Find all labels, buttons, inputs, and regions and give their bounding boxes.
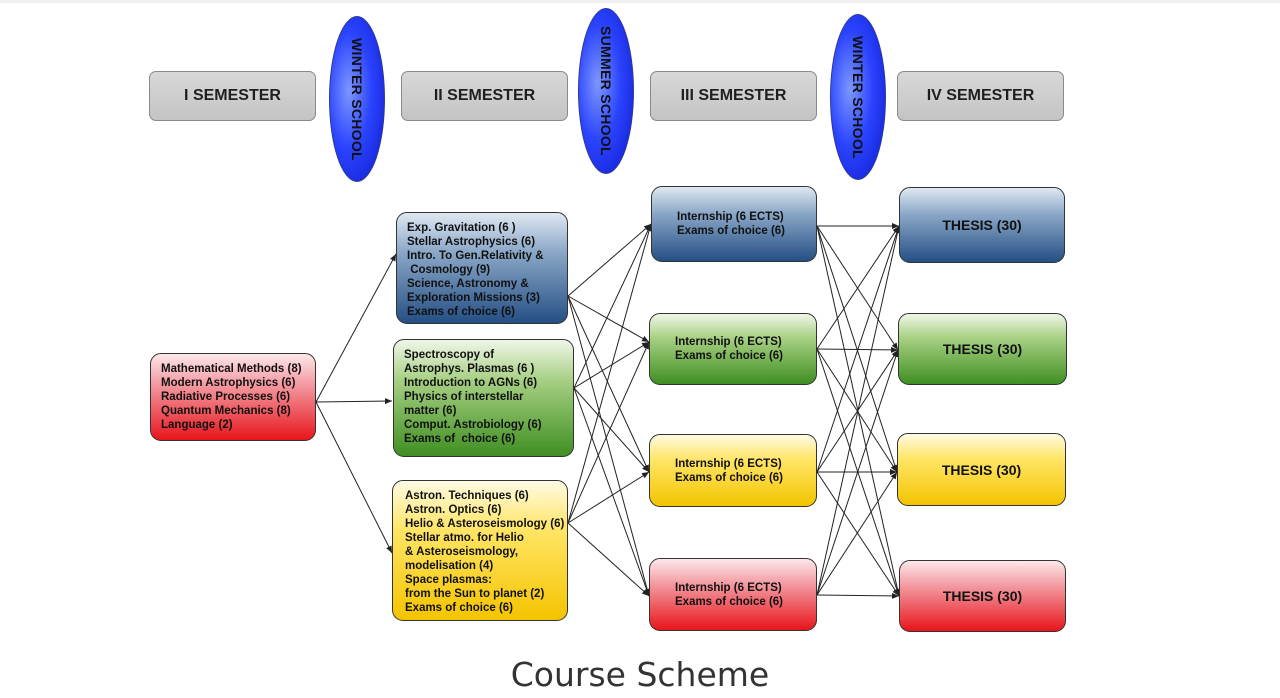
course-line: Exams of choice (6)	[407, 306, 516, 318]
arrow-sem3-to-sem4	[816, 592, 900, 599]
course-line: Stellar atmo. for Helio	[405, 532, 524, 544]
course-line: Radiative Processes (6)	[161, 391, 291, 403]
course-line: Stellar Astrophysics (6)	[407, 236, 536, 248]
course-line: from the Sun to planet (2)	[405, 588, 545, 600]
arrow-sem2-to-sem3	[567, 295, 650, 473]
semester-3-green-box: Internship (6 ECTS) Exams of choice (6)	[649, 313, 817, 385]
course-line: modelisation (4)	[405, 560, 494, 572]
arrow-sem2-to-sem3	[567, 223, 652, 297]
arrow-sem2-to-sem3	[573, 223, 652, 389]
summer-school-label: SUMMER SCHOOL	[598, 26, 614, 156]
semester-3-red-box: Internship (6 ECTS) Exams of choice (6)	[649, 558, 817, 631]
arrow-sem2-to-sem3	[573, 387, 650, 597]
arrow-sem3-to-sem4	[816, 349, 899, 473]
semester-2-green-courses: Spectroscopy of Astrophys. Plasmas (6 ) …	[393, 339, 574, 457]
course-line: Helio & Asteroseismology (6)	[405, 518, 565, 530]
thesis-green-box: THESIS (30)	[898, 313, 1067, 385]
arrow-sem3-to-sem4	[816, 471, 898, 596]
summer-school-ellipse: SUMMER SCHOOL	[578, 8, 634, 174]
winter-school-ellipse-2: WINTER SCHOOL	[830, 14, 886, 180]
arrow-sem3-to-sem4	[816, 225, 900, 350]
arrow-sem3-to-sem4	[816, 349, 899, 596]
internship-line: Internship (6 ECTS)	[675, 581, 782, 594]
course-line: Exams of choice (6)	[405, 602, 514, 614]
course-line: matter (6)	[404, 405, 457, 417]
semester-3-header: III SEMESTER	[650, 71, 817, 121]
arrow-sem3-to-sem4	[816, 348, 898, 473]
winter-school-label-2: WINTER SCHOOL	[850, 35, 866, 159]
arrow-sem2-to-sem3	[567, 295, 651, 597]
top-divider	[0, 0, 1280, 3]
semester-2-yellow-courses: Astron. Techniques (6) Astron. Optics (6…	[392, 480, 568, 621]
arrow-sem3-to-sem4	[816, 225, 901, 596]
course-line: Modern Astrophysics (6)	[161, 377, 296, 389]
course-line: Astrophys. Plasmas (6 )	[404, 363, 535, 375]
course-line: Exams of choice (6)	[404, 433, 516, 445]
internship-line: Internship (6 ECTS)	[675, 336, 782, 348]
exams-line: Exams of choice (6)	[675, 471, 784, 484]
course-line: Space plasmas:	[405, 574, 492, 586]
arrow-sem3-to-sem4	[816, 225, 901, 597]
course-line: Language (2)	[161, 419, 233, 431]
arrow-sem3-to-sem4	[816, 471, 900, 597]
arrow-sem2-to-sem3	[573, 341, 650, 389]
winter-school-ellipse-1: WINTER SCHOOL	[329, 16, 385, 182]
course-line: Physics of interstellar	[404, 391, 524, 403]
thesis-blue-box: THESIS (30)	[899, 187, 1065, 263]
arrow-sem2-to-sem3	[567, 295, 650, 343]
arrow-sem2-to-sem3	[567, 471, 650, 524]
internship-line: Internship (6 ECTS)	[677, 211, 784, 223]
course-line: Exploration Missions (3)	[407, 292, 540, 304]
semester-3-yellow-box: Internship (6 ECTS) Exams of choice (6)	[649, 434, 817, 507]
semester-1-courses: Mathematical Methods (8) Modern Astrophy…	[150, 353, 316, 441]
thesis-red-box: THESIS (30)	[899, 560, 1066, 632]
internship-line: Internship (6 ECTS)	[675, 457, 782, 470]
arrow-sem3-to-sem4	[816, 346, 899, 353]
course-line: Quantum Mechanics (8)	[161, 405, 291, 417]
semester-2-header: II SEMESTER	[401, 71, 568, 121]
course-line: Intro. To Gen.Relativity &	[407, 250, 544, 262]
semester-2-blue-courses: Exp. Gravitation (6 ) Stellar Astrophysi…	[396, 212, 568, 324]
course-line: Exp. Gravitation (6 )	[407, 222, 516, 234]
arrow-sem3-to-sem4	[816, 225, 898, 473]
course-line: Cosmology (9)	[407, 264, 491, 276]
arrow-sem1-to-sem2	[315, 398, 393, 405]
exams-line: Exams of choice (6)	[675, 350, 784, 362]
winter-school-label-1: WINTER SCHOOL	[349, 37, 365, 161]
arrow-sem1-to-sem2	[315, 253, 397, 403]
arrow-sem1-to-sem2	[315, 401, 393, 554]
arrow-sem2-to-sem3	[567, 522, 650, 597]
semester-3-blue-box: Internship (6 ECTS) Exams of choice (6)	[651, 186, 817, 262]
exams-line: Exams of choice (6)	[677, 225, 786, 237]
course-line: Comput. Astrobiology (6)	[404, 419, 542, 431]
course-line: Mathematical Methods (8)	[161, 363, 302, 375]
arrow-sem2-to-sem3	[567, 341, 650, 524]
course-line: Science, Astronomy &	[407, 278, 529, 290]
course-line: Astron. Techniques (6)	[405, 490, 529, 502]
arrow-sem2-to-sem3	[573, 387, 650, 473]
exams-line: Exams of choice (6)	[675, 595, 784, 608]
semester-1-header: I SEMESTER	[149, 71, 316, 121]
arrow-sem2-to-sem3	[567, 223, 653, 524]
semester-4-header: IV SEMESTER	[897, 71, 1064, 121]
course-line: & Asteroseismology,	[405, 546, 519, 558]
arrow-sem3-to-sem4	[816, 225, 900, 473]
arrow-sem3-to-sem4	[816, 348, 900, 597]
course-line: Astron. Optics (6)	[405, 504, 502, 516]
thesis-yellow-box: THESIS (30)	[897, 433, 1066, 506]
arrow-sem3-to-sem4	[816, 225, 899, 351]
diagram-caption: Course Scheme	[510, 655, 770, 694]
course-line: Spectroscopy of	[404, 349, 495, 361]
course-line: Introduction to AGNs (6)	[404, 377, 538, 389]
